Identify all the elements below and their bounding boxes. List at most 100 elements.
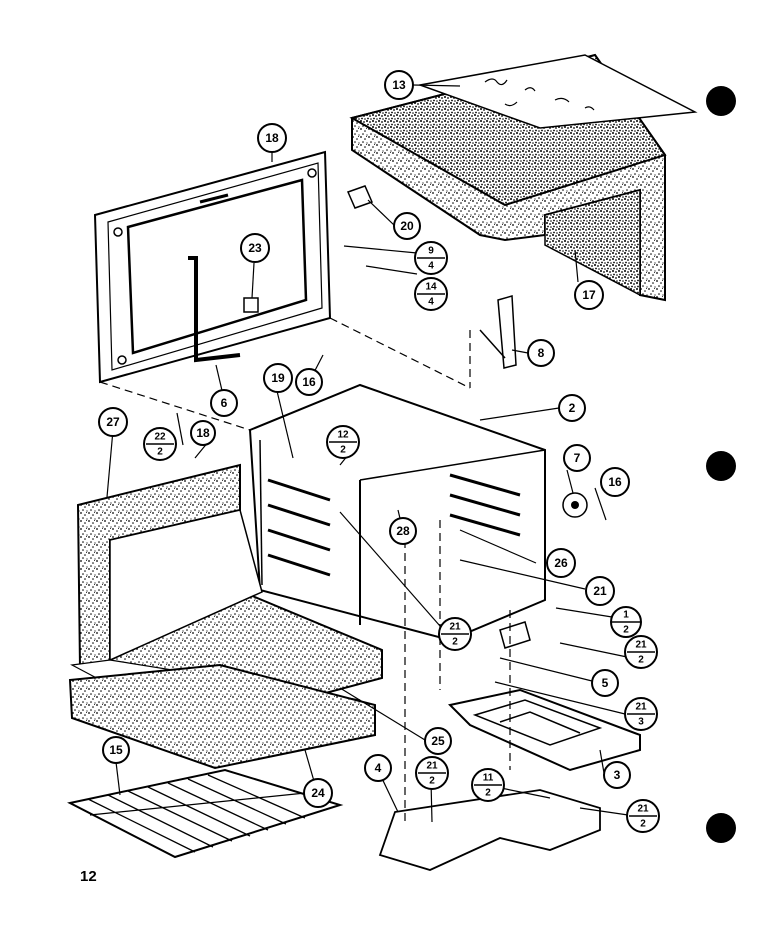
svg-text:4: 4 — [375, 761, 382, 775]
fan-part — [562, 492, 588, 518]
svg-text:7: 7 — [574, 451, 581, 465]
callout-12-2: 122 — [326, 425, 360, 459]
sensor-rod-part — [188, 256, 241, 363]
svg-text:4: 4 — [428, 261, 434, 272]
callout-14-4: 144 — [414, 277, 448, 311]
rear-panel-part — [93, 150, 332, 384]
svg-text:21: 21 — [637, 804, 649, 815]
svg-text:2: 2 — [429, 776, 435, 787]
callout-2: 2 — [558, 394, 586, 422]
svg-text:21: 21 — [593, 584, 607, 598]
svg-text:2: 2 — [638, 655, 644, 666]
svg-text:25: 25 — [431, 734, 445, 748]
svg-text:5: 5 — [602, 676, 609, 690]
svg-text:3: 3 — [614, 768, 621, 782]
callout-17: 17 — [574, 280, 604, 310]
svg-text:21: 21 — [449, 622, 461, 633]
callout-13: 13 — [384, 70, 414, 100]
svg-text:2: 2 — [640, 819, 646, 830]
callout-22-2: 222 — [143, 427, 177, 461]
callout-16-b: 16 — [600, 467, 630, 497]
small-bracket-part — [499, 621, 531, 649]
svg-text:2: 2 — [340, 445, 346, 456]
callout-5: 5 — [591, 669, 619, 697]
callout-21-3: 213 — [624, 697, 658, 731]
svg-text:26: 26 — [554, 556, 568, 570]
oven-liner-part — [248, 383, 546, 642]
callout-28: 28 — [389, 517, 417, 545]
callout-3: 3 — [603, 761, 631, 789]
callout-18: 18 — [257, 123, 287, 153]
callout-21-2-c: 212 — [415, 756, 449, 790]
dashed-leaders — [99, 317, 511, 825]
callout-21-2-d: 212 — [626, 799, 660, 833]
svg-text:12: 12 — [337, 430, 349, 441]
svg-text:2: 2 — [452, 637, 458, 648]
svg-text:27: 27 — [106, 415, 120, 429]
side-insulation-part — [76, 463, 383, 725]
callout-26: 26 — [546, 548, 576, 578]
connector-part — [346, 185, 374, 209]
svg-text:2: 2 — [485, 788, 491, 799]
svg-text:14: 14 — [425, 282, 437, 293]
callout-19: 19 — [263, 363, 293, 393]
callout-11-2: 112 — [471, 768, 505, 802]
svg-text:23: 23 — [248, 241, 262, 255]
svg-text:13: 13 — [392, 78, 406, 92]
svg-text:2: 2 — [569, 401, 576, 415]
svg-text:28: 28 — [396, 524, 410, 538]
callout-21-2-a: 212 — [438, 617, 472, 651]
svg-text:16: 16 — [608, 475, 622, 489]
callout-27: 27 — [98, 407, 128, 437]
callout-20: 20 — [393, 212, 421, 240]
callout-24: 24 — [303, 778, 333, 808]
element-bracket-part — [479, 295, 517, 369]
svg-text:16: 16 — [302, 375, 316, 389]
page-number: 12 — [80, 868, 97, 885]
svg-text:1: 1 — [623, 610, 629, 621]
svg-text:24: 24 — [311, 786, 325, 800]
svg-text:17: 17 — [582, 288, 596, 302]
bracket-part — [243, 297, 259, 313]
callouts: 13 18 20 94 144 17 23 8 16 6 19 2 27 122… — [98, 70, 660, 833]
callout-1-2: 12 — [610, 606, 642, 638]
svg-text:19: 19 — [271, 371, 285, 385]
callout-25: 25 — [424, 727, 452, 755]
svg-text:21: 21 — [426, 761, 438, 772]
binder-hole — [706, 86, 736, 116]
svg-text:9: 9 — [428, 246, 434, 257]
callout-23: 23 — [240, 233, 270, 263]
binder-hole — [706, 813, 736, 843]
svg-text:15: 15 — [109, 743, 123, 757]
svg-text:20: 20 — [400, 219, 414, 233]
callout-16-a: 16 — [295, 368, 323, 396]
svg-text:2: 2 — [623, 625, 629, 636]
svg-text:8: 8 — [538, 346, 545, 360]
callout-21: 21 — [585, 576, 615, 606]
oven-rack-part — [67, 768, 344, 859]
svg-text:3: 3 — [638, 717, 644, 728]
svg-text:18: 18 — [196, 426, 210, 440]
svg-text:11: 11 — [483, 773, 494, 784]
bake-element-part — [447, 688, 641, 772]
element-cover-part — [378, 789, 601, 871]
svg-text:21: 21 — [635, 702, 647, 713]
svg-text:22: 22 — [154, 432, 166, 443]
callout-15: 15 — [102, 736, 130, 764]
svg-text:2: 2 — [157, 447, 163, 458]
binder-hole — [706, 451, 736, 481]
callout-9-4: 94 — [414, 241, 448, 275]
callout-18-b: 18 — [190, 420, 216, 446]
svg-text:18: 18 — [265, 131, 279, 145]
callout-6: 6 — [210, 389, 238, 417]
callout-8: 8 — [527, 339, 555, 367]
callout-4: 4 — [364, 754, 392, 782]
bottom-insulation-part — [68, 663, 376, 770]
svg-text:6: 6 — [221, 396, 228, 410]
svg-text:4: 4 — [428, 297, 434, 308]
cover-sheet-part — [417, 54, 698, 129]
svg-text:21: 21 — [635, 640, 647, 651]
callout-7: 7 — [563, 444, 591, 472]
callout-21-2-b: 212 — [624, 635, 658, 669]
